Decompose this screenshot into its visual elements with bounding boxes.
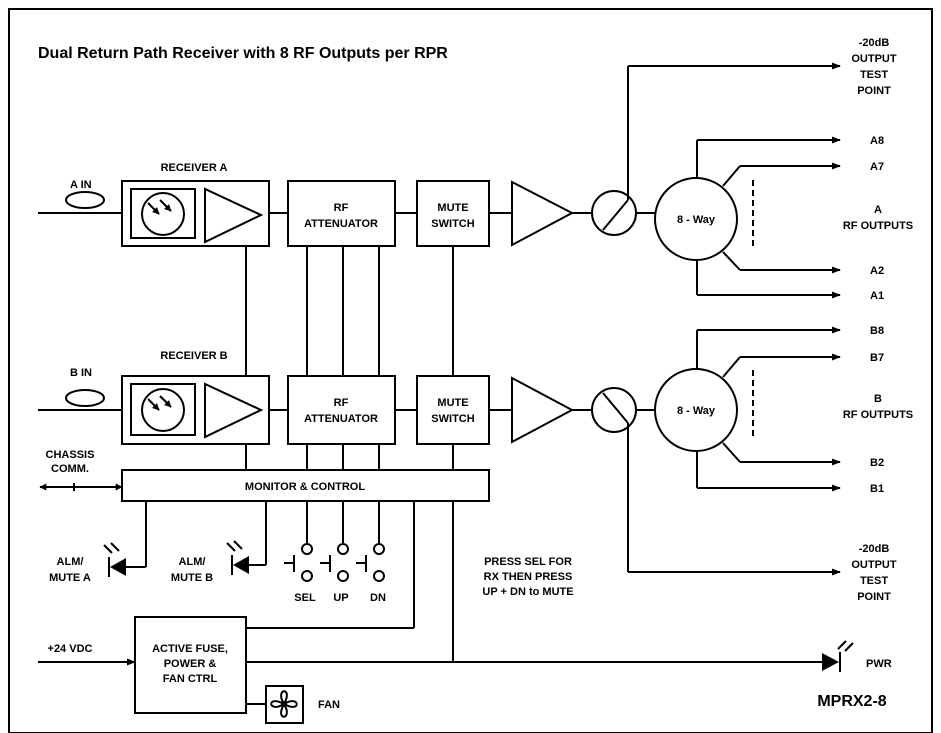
output-a8: A8 — [870, 135, 884, 147]
test-point-a-line1: -20dB — [859, 37, 890, 49]
up-label: UP — [333, 592, 348, 604]
mute-switch-b-line2: SWITCH — [431, 413, 474, 425]
attenuator-b-line1: RF — [334, 397, 349, 409]
alm-mute-b-line2: MUTE B — [171, 572, 213, 584]
coupler-a-icon — [591, 190, 637, 236]
test-point-b-line1: -20dB — [859, 543, 890, 555]
output-b2: B2 — [870, 457, 884, 469]
alm-mute-b-line1: ALM/ — [179, 556, 206, 568]
splitter-a-label: 8 - Way — [677, 214, 716, 226]
pwr-label: PWR — [866, 658, 892, 670]
a-rf-outputs-line1: A — [874, 204, 882, 216]
alm-mute-b-led-icon — [233, 556, 249, 574]
channel-a: A IN RECEIVER A RF ATTENUATOR MUTE SWITC… — [38, 37, 913, 302]
attenuator-b — [287, 375, 396, 445]
monitor-control-box — [121, 469, 490, 502]
diagram-frame — [8, 8, 933, 733]
attenuator-a — [287, 180, 396, 247]
receiver-b-amp-icon — [204, 382, 264, 439]
test-point-b-line3: TEST — [860, 575, 888, 587]
instructions-line3: UP + DN to MUTE — [482, 586, 573, 598]
model-number: MPRX2-8 — [817, 693, 886, 710]
dn-button[interactable] — [356, 501, 385, 582]
output-amp-b-icon — [511, 376, 575, 444]
chassis-comm-line1: CHASSIS — [46, 449, 95, 461]
receiver-a-label: RECEIVER A — [161, 162, 228, 174]
photodiode-b-icon — [141, 388, 185, 432]
a-in-connector — [65, 191, 105, 209]
attenuator-a-line2: ATTENUATOR — [304, 218, 378, 230]
chassis-comm-line2: COMM. — [51, 463, 89, 475]
attenuator-a-line1: RF — [334, 202, 349, 214]
diagram-title: Dual Return Path Receiver with 8 RF Outp… — [38, 45, 448, 62]
fan-icon — [265, 685, 304, 724]
test-point-b-line4: POINT — [857, 591, 891, 603]
b-rf-outputs-line1: B — [874, 393, 882, 405]
mute-switch-b — [416, 375, 490, 445]
instructions-line1: PRESS SEL FOR — [484, 556, 572, 568]
output-b7: B7 — [870, 352, 884, 364]
monitor-control-label: MONITOR & CONTROL — [245, 481, 365, 493]
fuse-line2: POWER & — [164, 658, 217, 670]
receiver-b-label: RECEIVER B — [160, 350, 227, 362]
b-in-connector — [65, 389, 105, 407]
receiver-a-amp-icon — [204, 187, 264, 244]
sel-label: SEL — [294, 592, 316, 604]
test-point-a-line4: POINT — [857, 85, 891, 97]
fuse-line3: FAN CTRL — [163, 673, 218, 685]
sel-button[interactable] — [284, 501, 313, 582]
splitter-b-label: 8 - Way — [677, 405, 716, 417]
pwr-led-icon — [822, 653, 839, 671]
output-b1: B1 — [870, 483, 884, 495]
alm-mute-a-line1: ALM/ — [57, 556, 84, 568]
instructions-line2: RX THEN PRESS — [484, 571, 573, 583]
fan-label: FAN — [318, 699, 340, 711]
power-input-label: +24 VDC — [48, 643, 93, 655]
a-in-label: A IN — [70, 179, 92, 191]
alm-mute-a-line2: MUTE A — [49, 572, 91, 584]
channel-b: B IN RECEIVER B RF ATTENUATOR MUTE SWITC… — [38, 325, 913, 603]
dn-label: DN — [370, 592, 386, 604]
output-b8: B8 — [870, 325, 884, 337]
output-a2: A2 — [870, 265, 884, 277]
photodiode-a-icon — [141, 192, 185, 236]
coupler-b-icon — [591, 387, 637, 433]
b-rf-outputs-line2: RF OUTPUTS — [843, 409, 913, 421]
test-point-a-line3: TEST — [860, 69, 888, 81]
fuse-line1: ACTIVE FUSE, — [152, 643, 228, 655]
alm-mute-a-led-icon — [110, 558, 126, 576]
test-point-b-line2: OUTPUT — [851, 559, 897, 571]
output-a1: A1 — [870, 290, 884, 302]
output-a7: A7 — [870, 161, 884, 173]
test-point-a: -20dB OUTPUT TEST POINT — [851, 37, 897, 97]
b-in-label: B IN — [70, 367, 92, 379]
fuse-power-fan-box — [134, 616, 247, 714]
mute-switch-a-line2: SWITCH — [431, 218, 474, 230]
up-button[interactable] — [320, 501, 349, 582]
a-rf-outputs-line2: RF OUTPUTS — [843, 220, 913, 232]
attenuator-b-line2: ATTENUATOR — [304, 413, 378, 425]
output-amp-a-icon — [511, 180, 575, 247]
mute-switch-a-line1: MUTE — [437, 202, 468, 214]
mute-switch-b-line1: MUTE — [437, 397, 468, 409]
test-point-a-line2: OUTPUT — [851, 53, 897, 65]
test-point-b: -20dB OUTPUT TEST POINT — [851, 543, 897, 603]
